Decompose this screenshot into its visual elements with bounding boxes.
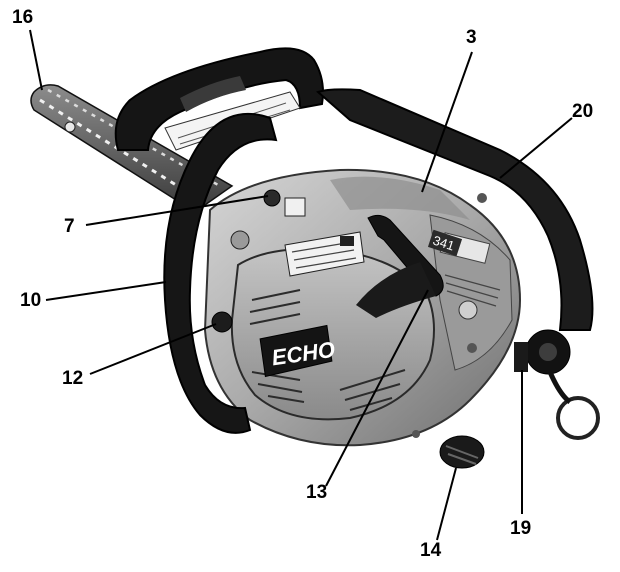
callout-7: 7	[64, 216, 75, 237]
starter-handle	[356, 214, 444, 318]
callout-3: 3	[466, 27, 477, 48]
model-badge-text: 341	[431, 233, 456, 254]
fuel-cap	[263, 189, 281, 207]
callout-14: 14	[420, 540, 442, 561]
chain-brake-knob	[211, 311, 233, 333]
echo-logo: ECHO	[259, 324, 337, 378]
callout-10: 10	[20, 290, 42, 311]
oil-cap	[230, 230, 250, 250]
callout-20: 20	[572, 101, 594, 122]
warning-decal	[284, 231, 365, 277]
model-badge: 341	[427, 229, 463, 257]
leader-3	[421, 51, 473, 193]
leader-7	[85, 195, 269, 226]
leader-10	[45, 281, 167, 301]
leader-20	[499, 117, 573, 179]
rear-controls	[412, 329, 600, 440]
callout-13: 13	[306, 482, 328, 503]
leader-14	[436, 467, 457, 541]
rear-handle	[316, 88, 594, 331]
small-label	[284, 197, 306, 217]
callout-16: 16	[12, 7, 34, 28]
callout-leaders	[29, 29, 573, 541]
leader-16	[29, 29, 43, 91]
callout-12: 12	[62, 368, 84, 389]
fuel-filler-cap	[439, 435, 485, 469]
leader-13	[325, 289, 429, 487]
leader-12	[89, 323, 217, 375]
callout-19: 19	[510, 518, 532, 539]
front-handle	[163, 112, 278, 434]
